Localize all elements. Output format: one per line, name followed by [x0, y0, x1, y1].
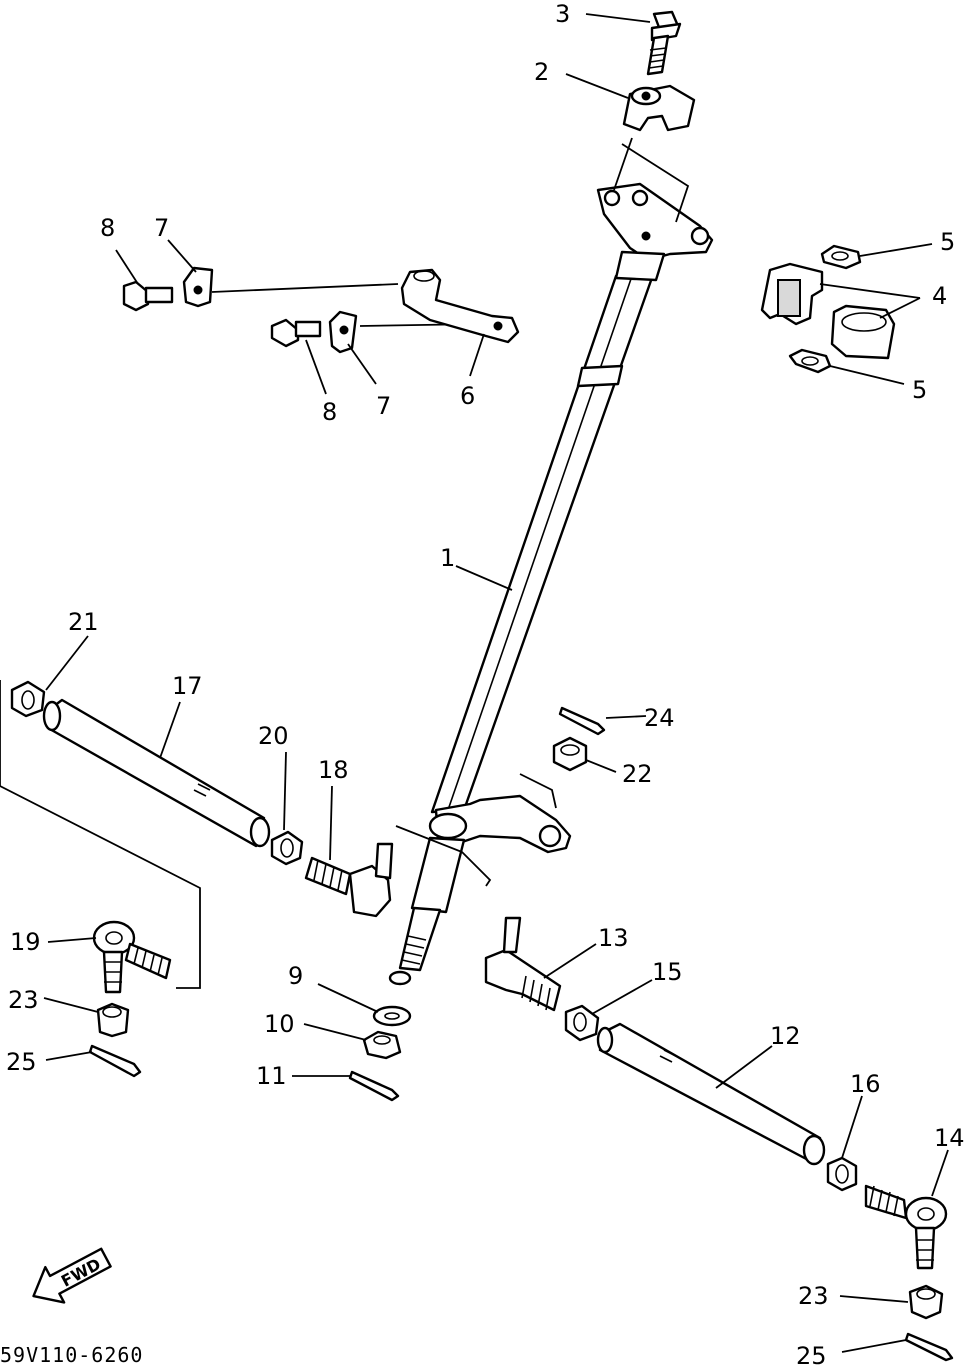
label-part-2: 2 [534, 58, 549, 86]
part-13-tie-rod-end [484, 916, 562, 1012]
label-part-14: 14 [934, 1124, 964, 1152]
part-21-nut [10, 680, 46, 718]
part-14-tie-rod-end [864, 1184, 948, 1270]
part-2-holder [622, 84, 696, 132]
part-11-cotter-pin [348, 1070, 400, 1102]
label-part-21: 21 [68, 608, 99, 636]
label-part-24: 24 [644, 704, 675, 732]
part-22-nut [552, 736, 588, 772]
label-part-23-left: 23 [8, 986, 39, 1014]
label-part-19: 19 [10, 928, 41, 956]
label-part-3: 3 [555, 0, 570, 28]
label-part-9: 9 [288, 962, 303, 990]
part-7-lock-washers [182, 266, 358, 354]
part-5-plates [788, 244, 862, 374]
label-part-10: 10 [264, 1010, 295, 1038]
part-9-washer [372, 1005, 412, 1027]
label-part-20: 20 [258, 722, 289, 750]
part-17-tie-rod [42, 698, 271, 848]
part-24-cotter-pin [558, 706, 606, 736]
part-10-nut [362, 1030, 402, 1060]
part-20-nut [270, 830, 304, 866]
label-part-6: 6 [460, 382, 475, 410]
part-23-nuts [96, 1002, 944, 1320]
label-part-1: 1 [440, 544, 455, 572]
label-part-13: 13 [598, 924, 629, 952]
part-19-tie-rod-end [92, 920, 172, 994]
label-part-25-left: 25 [6, 1048, 37, 1076]
label-part-7-upper: 7 [154, 214, 169, 242]
label-part-4: 4 [932, 282, 947, 310]
label-part-23-right: 23 [798, 1282, 829, 1310]
assembly-guide-lines [0, 137, 690, 989]
label-part-17: 17 [172, 672, 203, 700]
part-8-bolts [122, 280, 322, 348]
label-part-5-lower: 5 [912, 376, 927, 404]
label-part-8-upper: 8 [100, 214, 115, 242]
part-6-column-holder [400, 268, 520, 344]
leader-lines [43, 13, 949, 1353]
label-part-8-lower: 8 [322, 398, 337, 426]
label-part-25-right: 25 [796, 1342, 827, 1365]
label-part-7-lower: 7 [376, 392, 391, 420]
label-part-12: 12 [770, 1022, 801, 1050]
label-part-11: 11 [256, 1062, 287, 1090]
label-part-22: 22 [622, 760, 653, 788]
part-25-cotter-pins [88, 1044, 954, 1362]
label-part-15: 15 [652, 958, 683, 986]
label-part-18: 18 [318, 756, 349, 784]
steering-shaft [388, 182, 714, 986]
label-part-5-upper: 5 [940, 228, 955, 256]
part-number-labels: 3 2 5 4 5 8 7 6 7 8 1 21 17 20 18 24 22 … [6, 0, 964, 1365]
part-18-tie-rod-end [304, 842, 394, 918]
diagram-code: 59V110-6260 [0, 1343, 143, 1365]
label-part-16: 16 [850, 1070, 881, 1098]
part-3-bolt [646, 10, 682, 76]
part-4-bushing-halves [760, 262, 896, 360]
part-15-nut [564, 1004, 600, 1042]
fwd-arrow: FWD [32, 1247, 112, 1304]
part-12-tie-rod [596, 1022, 826, 1166]
part-16-nut [826, 1156, 858, 1192]
